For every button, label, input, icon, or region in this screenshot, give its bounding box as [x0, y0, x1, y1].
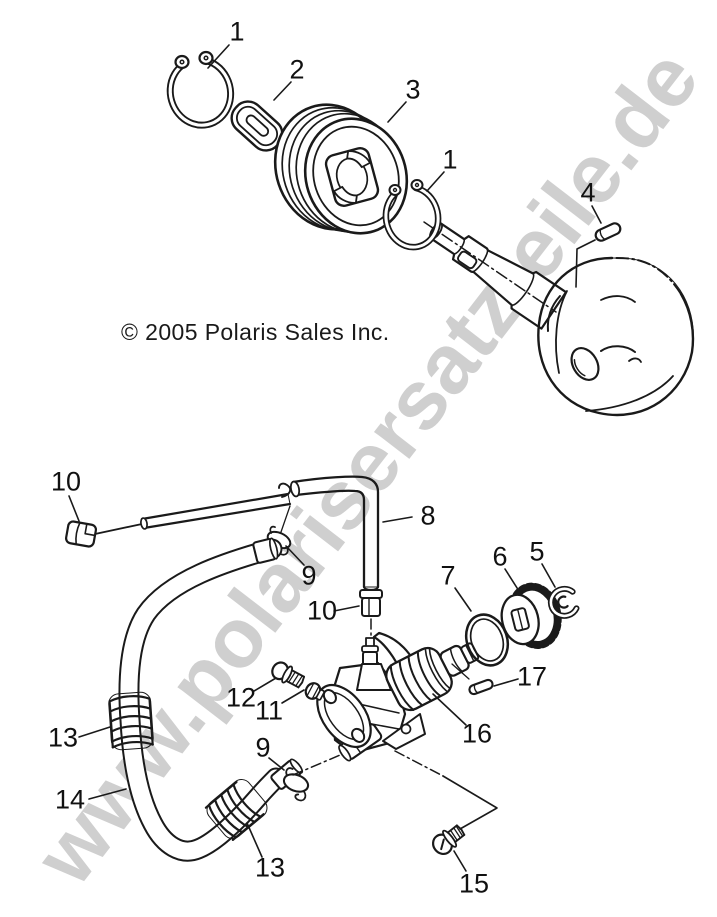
leader-lines: [68, 44, 602, 872]
callout-12-bolt: 12: [225, 682, 257, 713]
flywheel-part: [537, 256, 695, 417]
callout-1-circlip-top: 1: [229, 16, 245, 47]
spring-clamp-lower-part: [204, 779, 268, 841]
bolt-part: [271, 661, 306, 689]
callout-4-key: 4: [580, 177, 596, 208]
callout-5-eclip: 5: [529, 536, 545, 567]
callout-17-pin: 17: [516, 661, 548, 692]
callout-13-clamp-lower: 13: [254, 852, 286, 883]
e-clip-part: [547, 585, 580, 619]
circlip-right-part: [382, 179, 442, 251]
key-pin-part: [575, 222, 622, 288]
callout-9-clip-lower: 9: [255, 732, 271, 763]
seal-part: [230, 100, 284, 152]
callout-8-hose: 8: [420, 500, 436, 531]
callout-7-oring: 7: [440, 560, 456, 591]
callout-6-gear: 6: [492, 541, 508, 572]
callout-10-clamp-mid: 10: [306, 595, 338, 626]
shaft-centerline: [423, 221, 557, 313]
drive-gear-part: [500, 582, 562, 649]
nut-part: [304, 682, 325, 701]
pulley-part: [273, 103, 409, 235]
callout-1-circlip-right: 1: [442, 144, 458, 175]
copyright-text: © 2005 Polaris Sales Inc.: [121, 319, 390, 345]
clamp-mid-part: [359, 589, 383, 617]
oil-pump-part: [316, 631, 480, 762]
dowel-pin-part: [451, 663, 494, 696]
callout-14-hose-large: 14: [54, 784, 86, 815]
circlip-top-part: [166, 50, 235, 129]
oil-pipe-hose-part: [94, 475, 380, 591]
clamp-left-part: [64, 520, 98, 548]
callout-3-pulley: 3: [405, 74, 421, 105]
callout-13-clamp-upper: 13: [47, 722, 79, 753]
callout-16-pump: 16: [461, 718, 493, 749]
callout-15-screw: 15: [458, 868, 490, 899]
callout-9-clip-upper: 9: [301, 560, 317, 591]
callout-2-seal: 2: [289, 54, 305, 85]
screw-part: [394, 750, 498, 856]
callout-11-nut: 11: [254, 695, 284, 726]
callout-10-clamp-left: 10: [50, 466, 82, 497]
clip-lower-part: [282, 767, 310, 802]
spring-clamp-upper-part: [108, 691, 154, 751]
